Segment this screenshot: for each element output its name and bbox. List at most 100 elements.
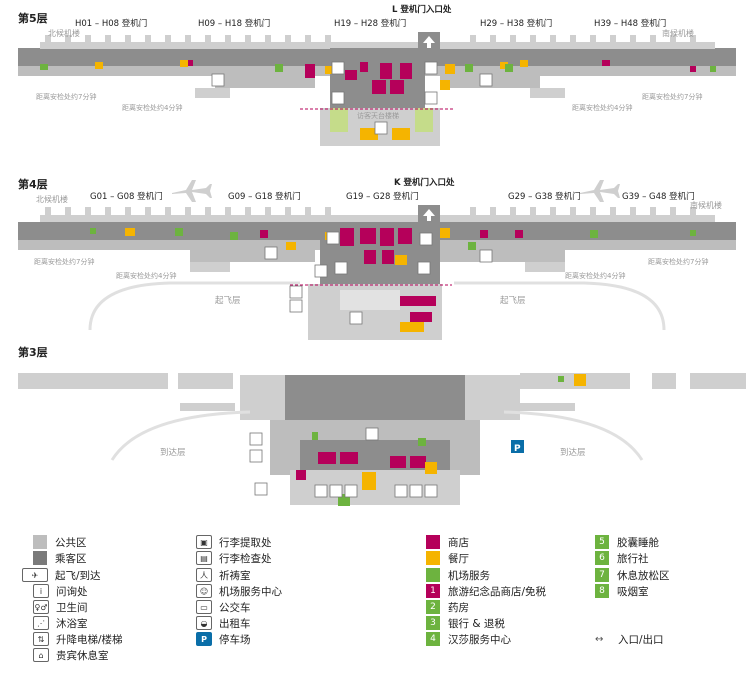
toilet-icon: ♀♂ <box>33 600 49 614</box>
legend-baggage-check: ▤ 行李检查处 <box>196 550 272 566</box>
floor-3-plan: P <box>18 373 746 506</box>
plane-icon: ✈ <box>22 568 48 582</box>
legend-departures: ✈ 起飞/到达 <box>22 567 101 583</box>
floor-5-gate-h29-h38: H29 – H38 登机门 <box>480 19 553 29</box>
legend-travel-agency-label: 旅行社 <box>617 552 649 565</box>
floor-4-walk-left-mid: 距离安检处约4分钟 <box>116 272 177 280</box>
legend-showers: ⋰ 沐浴室 <box>33 615 88 631</box>
legend-information: i 问询处 <box>33 583 88 599</box>
floor-4-south-pier: 南候机楼 <box>690 201 722 210</box>
floor-5-north-pier: 北候机楼 <box>48 29 80 38</box>
information-icon: i <box>33 584 49 598</box>
legend-airport-services-label: 机场服务 <box>448 569 490 582</box>
legend-smoking-label: 吸烟室 <box>617 585 649 598</box>
floor-5-gate-h39-h48: H39 – H48 登机门 <box>594 19 667 29</box>
taxi-icon: ◒ <box>196 616 212 630</box>
travel-agency-number-badge: 6 <box>595 551 609 565</box>
legend-passenger-area-label: 乘客区 <box>55 552 87 565</box>
hansa-number-badge: 4 <box>426 632 440 646</box>
legend-bank: 3 银行 & 退税 <box>426 615 505 631</box>
legend-restaurants: 餐厅 <box>426 550 469 566</box>
floor-5-central-label: 访客天台楼梯 <box>357 112 399 120</box>
legend-vip-lounge-label: 贵宾休息室 <box>56 649 109 662</box>
floor-5-gate-h01-h08: H01 – H08 登机门 <box>75 19 148 29</box>
smoking-number-badge: 8 <box>595 584 609 598</box>
floor-5-south-pier: 南候机楼 <box>662 29 694 38</box>
floor-4-gate-g19-g28: G19 – G28 登机门 <box>346 192 419 202</box>
floor-4-zone-right: 起飞层 <box>500 296 526 306</box>
floor-3-zone-left: 到达层 <box>160 448 186 458</box>
floor-4-plan <box>18 180 736 340</box>
pharmacy-number-badge: 2 <box>426 600 440 614</box>
floor-4-gate-g01-g08: G01 – G08 登机门 <box>90 192 163 202</box>
public-area-swatch <box>33 535 47 549</box>
legend-bus: ▭ 公交车 <box>196 599 251 615</box>
floor-5-walk-right-mid: 距离安检处约4分钟 <box>572 104 633 112</box>
terminal-map: P <box>18 32 746 506</box>
passenger-area-swatch <box>33 551 47 565</box>
bus-icon: ▭ <box>196 600 212 614</box>
legend-vip-lounge: ⌂ 贵宾休息室 <box>33 647 109 663</box>
legend-service-center: ☺ 机场服务中心 <box>196 583 282 599</box>
shops-swatch <box>426 535 440 549</box>
floor-4-north-pier: 北候机楼 <box>36 195 68 204</box>
prayer-icon: 人 <box>196 568 212 582</box>
floor-5-gate-h09-h18: H09 – H18 登机门 <box>198 19 271 29</box>
legend-taxi-label: 出租车 <box>219 617 251 630</box>
legend-toilets-label: 卫生间 <box>56 601 88 614</box>
parking-icon: P <box>196 632 212 646</box>
legend-lifts-label: 升降电梯/楼梯 <box>56 633 123 646</box>
floor-4-gate-g29-g38: G29 – G38 登机门 <box>508 192 581 202</box>
floor-4-walk-right-mid: 距离安检处约4分钟 <box>565 272 626 280</box>
floor-5-walk-left: 距离安检处约7分钟 <box>36 93 97 101</box>
legend-taxi: ◒ 出租车 <box>196 615 251 631</box>
legend-bus-label: 公交车 <box>219 601 251 614</box>
shower-icon: ⋰ <box>33 616 49 630</box>
legend-bank-label: 银行 & 退税 <box>448 617 505 630</box>
legend-rest-zone: 7 休息放松区 <box>595 567 670 583</box>
souvenir-number-badge: 1 <box>426 584 440 598</box>
legend-hansa-label: 汉莎服务中心 <box>448 633 511 646</box>
legend-passenger-area: 乘客区 <box>33 550 87 566</box>
legend-pharmacy-label: 药房 <box>448 601 469 614</box>
legend-service-center-label: 机场服务中心 <box>219 585 282 598</box>
floor-4-walk-right: 距离安检处约7分钟 <box>648 258 709 266</box>
legend-pharmacy: 2 药房 <box>426 599 469 615</box>
restaurants-swatch <box>426 551 440 565</box>
legend-entrance-exit-label: 入口/出口 <box>618 633 664 646</box>
floor-5-walk-right: 距离安检处约7分钟 <box>642 93 703 101</box>
entrance-exit-arrow-icon: ↔ <box>595 633 604 645</box>
legend-shops-label: 商店 <box>448 536 469 549</box>
legend-souvenir-label: 旅游纪念品商店/免税 <box>448 585 547 598</box>
legend-showers-label: 沐浴室 <box>56 617 88 630</box>
legend-parking: P 停车场 <box>196 631 251 647</box>
floor-5-gate-h19-h28: H19 – H28 登机门 <box>334 19 407 29</box>
floor-4-zone-left: 起飞层 <box>215 296 241 306</box>
legend-capsule: 5 胶囊睡舱 <box>595 534 659 550</box>
legend-entrance-exit: ↔ 入口/出口 <box>595 631 664 647</box>
legend-hansa: 4 汉莎服务中心 <box>426 631 511 647</box>
legend-information-label: 问询处 <box>56 585 88 598</box>
legend-lifts: ⇅ 升降电梯/楼梯 <box>33 631 123 647</box>
baggage-check-icon: ▤ <box>196 551 212 565</box>
floor-3-label: 第3层 <box>18 346 48 359</box>
airport-services-swatch <box>426 568 440 582</box>
floor-4-gate-g39-g48: G39 – G48 登机门 <box>622 192 695 202</box>
floor-4-label: 第4层 <box>18 178 48 191</box>
legend-shops: 商店 <box>426 534 469 550</box>
floor-5-walk-left-mid: 距离安检处约4分钟 <box>122 104 183 112</box>
floor-4-entry-label: K 登机门入口处 <box>394 178 455 188</box>
legend-public-area: 公共区 <box>33 534 87 550</box>
service-desk-icon: ☺ <box>196 584 212 598</box>
lounge-chair-icon: ⌂ <box>33 648 49 662</box>
baggage-claim-icon: ▣ <box>196 535 212 549</box>
legend-capsule-label: 胶囊睡舱 <box>617 536 659 549</box>
legend-public-area-label: 公共区 <box>55 536 87 549</box>
floor-5-label: 第5层 <box>18 12 48 25</box>
floor-4-gate-g09-g18: G09 – G18 登机门 <box>228 192 301 202</box>
legend-prayer-room: 人 祈祷室 <box>196 567 251 583</box>
legend-baggage-claim-label: 行李提取处 <box>219 536 272 549</box>
legend-airport-services: 机场服务 <box>426 567 490 583</box>
legend-souvenir: 1 旅游纪念品商店/免税 <box>426 583 546 599</box>
floor-5-entry-label: L 登机门入口处 <box>392 5 452 15</box>
